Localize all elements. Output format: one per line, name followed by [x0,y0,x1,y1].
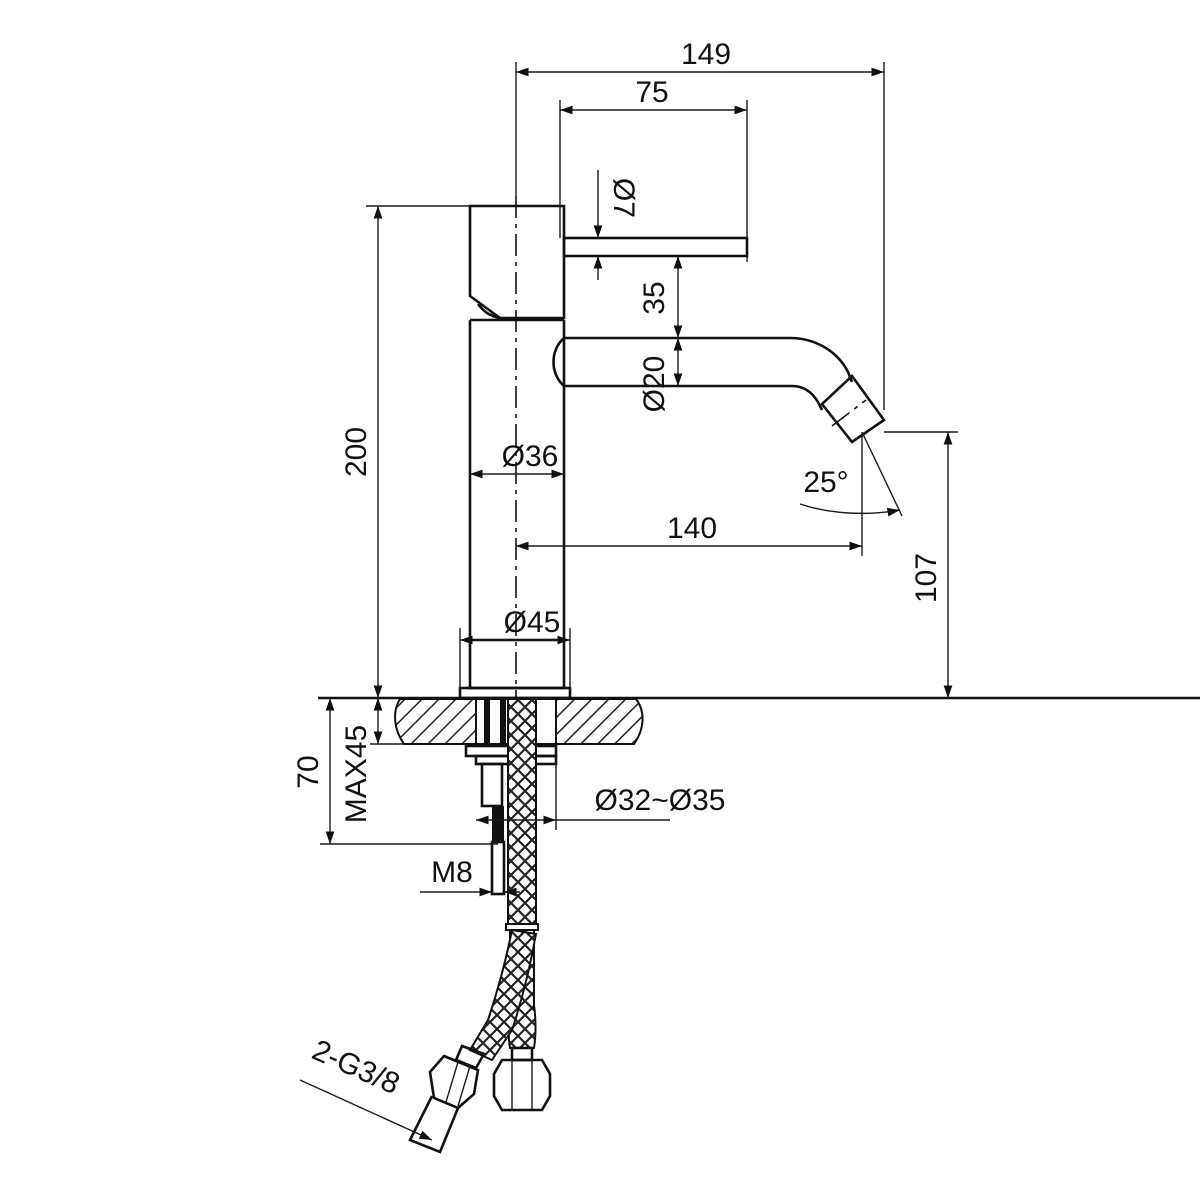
label-body-diameter: Ø36 [502,440,559,473]
label-total-height: 200 [340,427,373,477]
label-spout-reach: 140 [667,512,717,545]
label-hose-connection: 2-G3/8 [307,1034,404,1101]
label-spout-angle: 25° [803,466,848,499]
label-max-thickness: MAX45 [340,725,373,823]
label-hole-diameter: Ø32~Ø35 [595,784,726,817]
label-stud-thread: M8 [431,856,473,889]
label-total-projection: 149 [681,38,731,71]
label-handle-length: 75 [635,76,668,109]
label-stud-length: 70 [292,755,325,788]
dimension-lines [299,62,958,1141]
dimension-labels: 149 75 Ø7 35 Ø20 Ø36 25° 140 200 107 Ø45… [292,38,943,1101]
countertop-section [318,696,1200,745]
label-spout-diameter: Ø20 [638,356,671,413]
label-outlet-height: 107 [910,553,943,603]
label-handle-to-spout: 35 [638,281,671,314]
supply-hoses [408,698,552,1154]
label-base-diameter: Ø45 [504,606,561,639]
label-handle-diameter: Ø7 [607,178,640,218]
